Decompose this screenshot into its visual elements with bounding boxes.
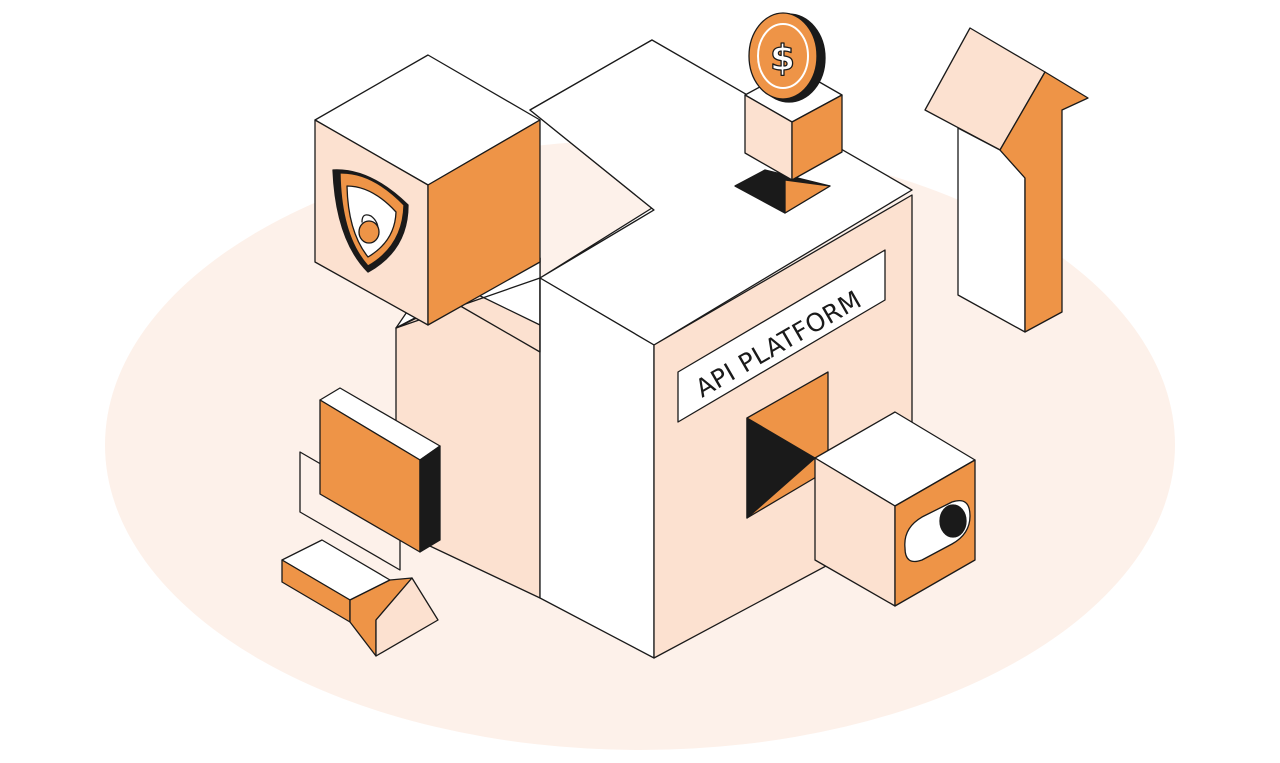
- shield-lock-icon: [332, 169, 409, 273]
- layered-panel-icon: [299, 387, 441, 571]
- platform-doorway: [746, 371, 829, 519]
- toggle-switch-icon: [904, 499, 971, 563]
- coin-symbol: $: [770, 38, 795, 79]
- dollar-coin-icon: $: [748, 12, 826, 103]
- up-arrow-icon: [924, 27, 1089, 333]
- bent-arrow-icon: [281, 539, 439, 657]
